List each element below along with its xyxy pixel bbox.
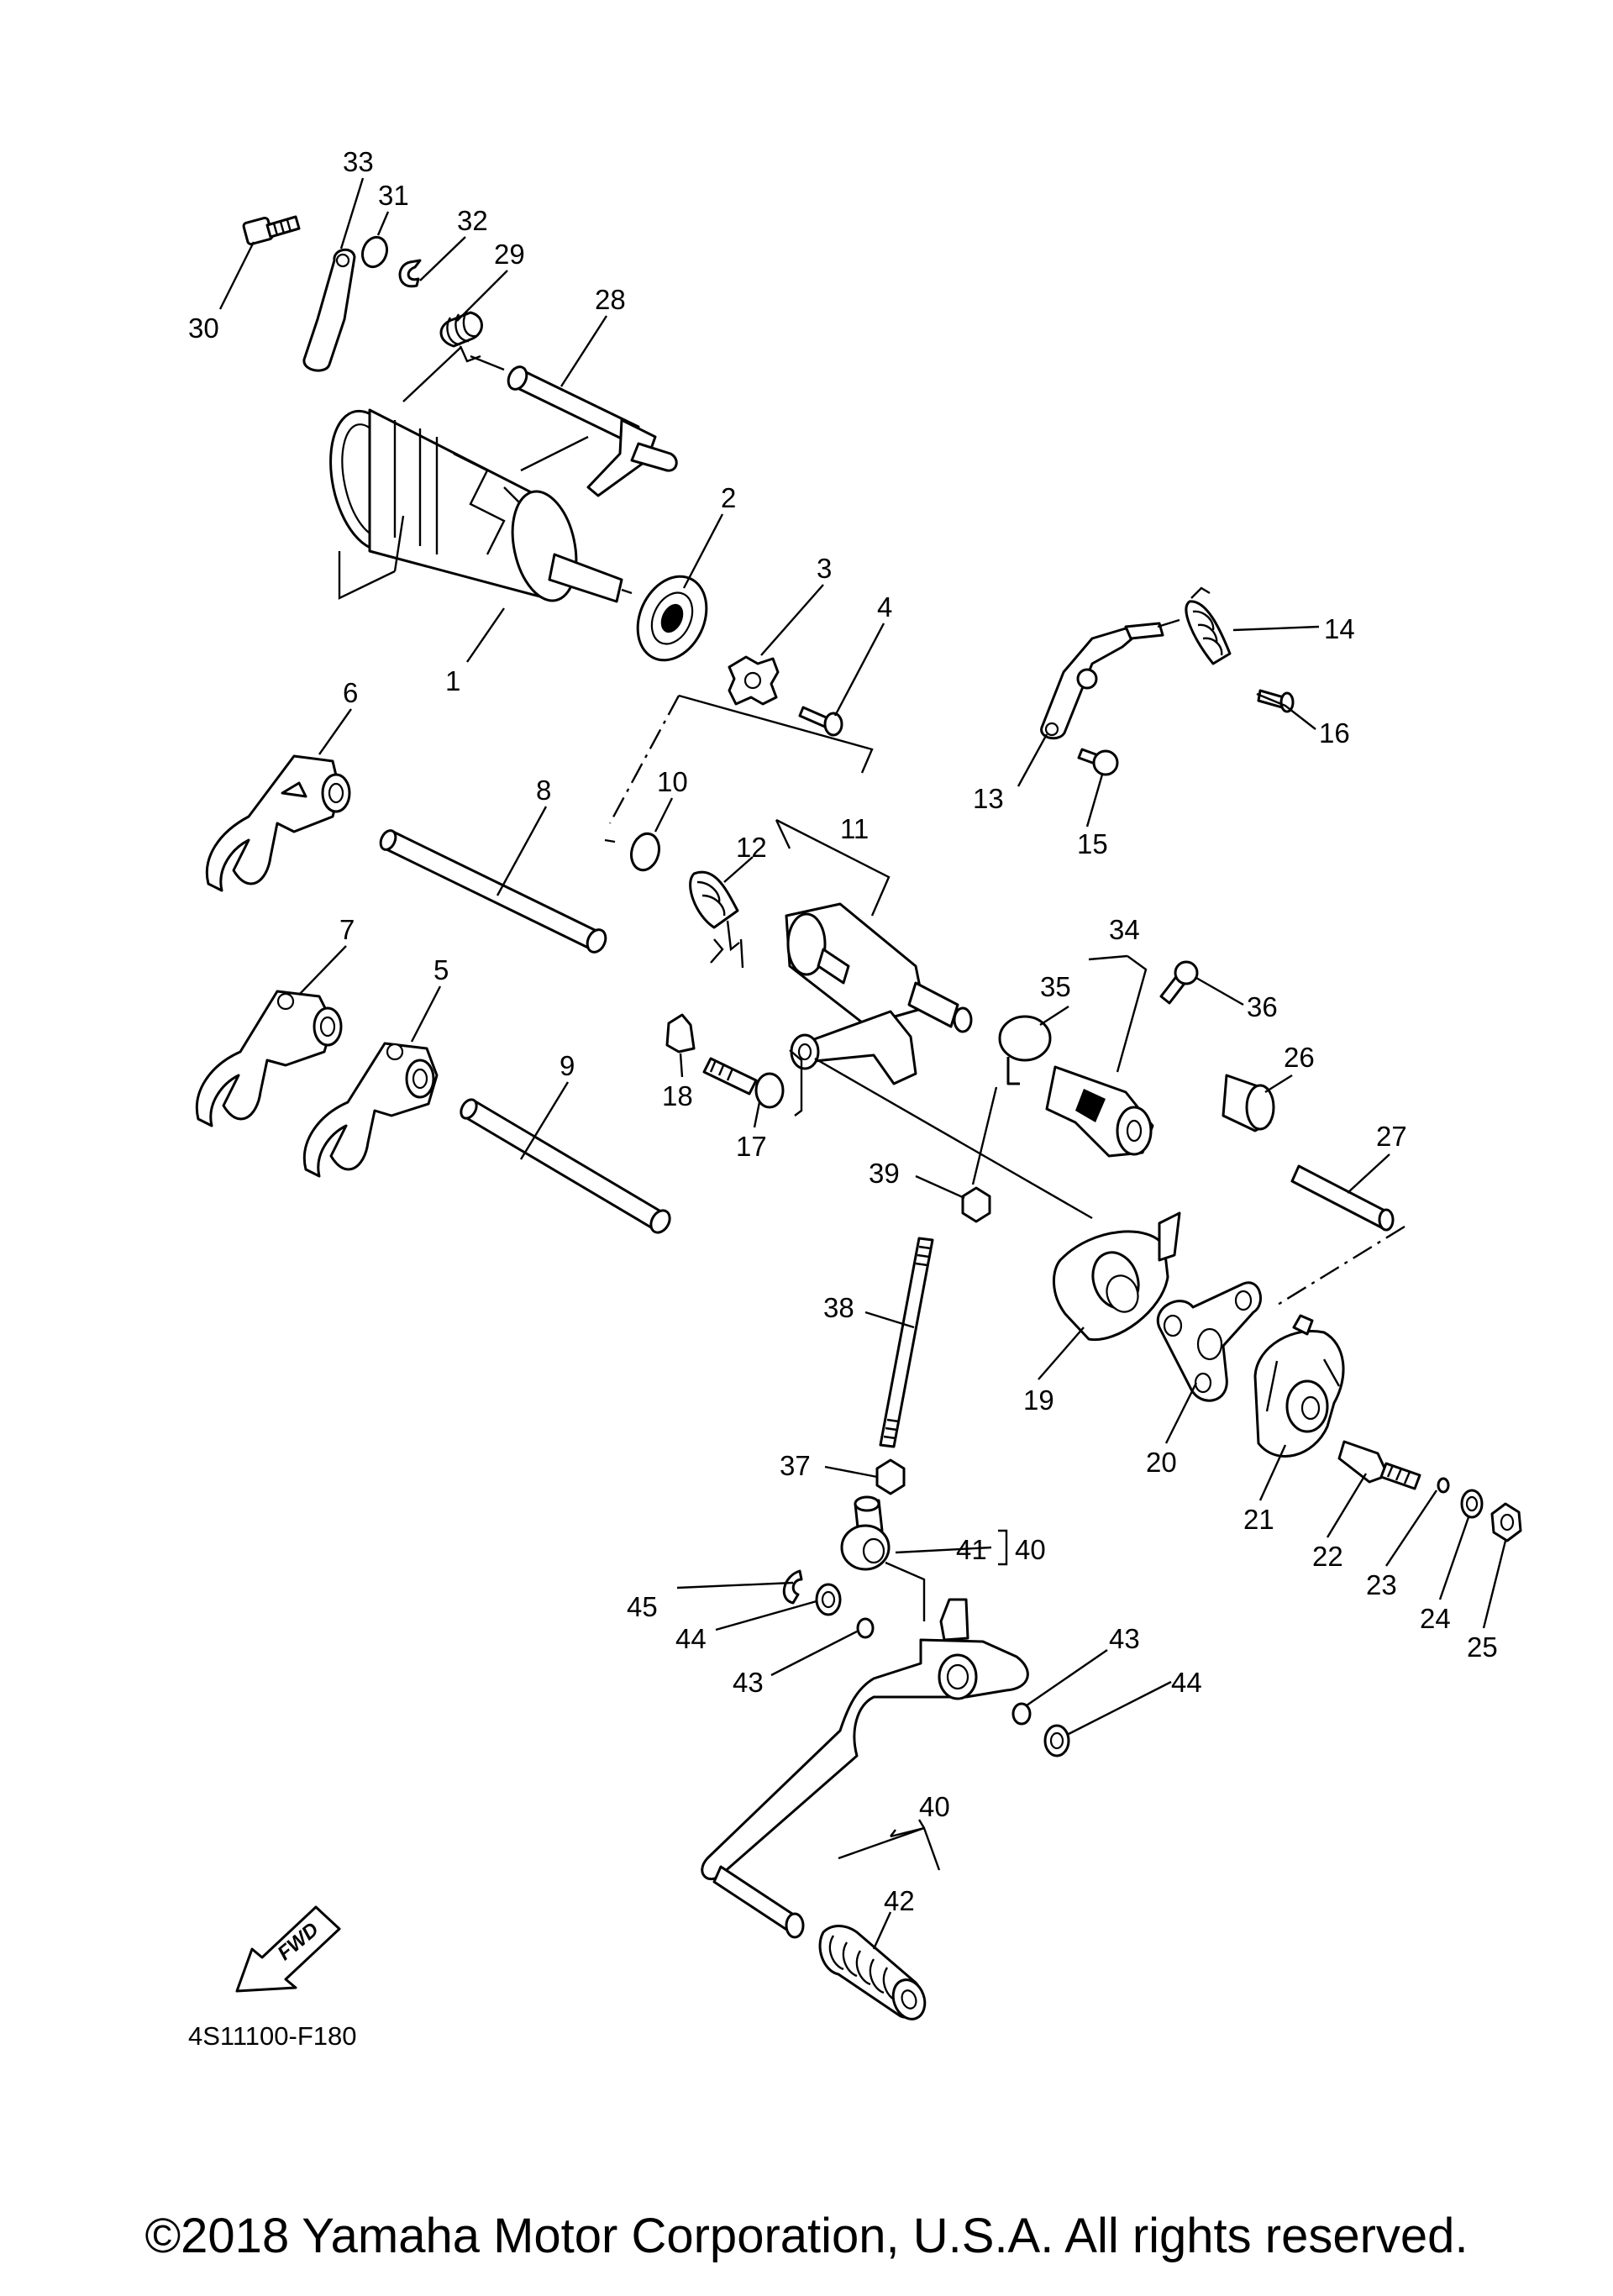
part-15-bolt <box>1077 748 1119 776</box>
label-17: 17 <box>736 1131 767 1162</box>
part-17-stud <box>702 1057 785 1109</box>
part-13-stopper-lever <box>1040 622 1164 740</box>
part-45-circlip <box>782 1569 803 1605</box>
part-36-bolt <box>1159 960 1199 1005</box>
part-37-nut <box>875 1458 906 1495</box>
part-21-shift-cam <box>1253 1314 1345 1458</box>
label-7: 7 <box>339 914 355 945</box>
part-41-rod-end <box>840 1495 891 1571</box>
label-19: 19 <box>1023 1384 1054 1416</box>
label-12: 12 <box>736 832 767 863</box>
label-5: 5 <box>433 954 449 985</box>
label-9: 9 <box>560 1050 575 1081</box>
part-18-clip <box>665 1013 696 1053</box>
part-43-o-ring-right <box>1011 1702 1032 1726</box>
label-35: 35 <box>1040 971 1071 1002</box>
label-3: 3 <box>817 553 832 584</box>
label-44-right: 44 <box>1171 1667 1202 1698</box>
leader-lines <box>218 177 1507 1950</box>
label-23: 23 <box>1366 1569 1397 1600</box>
part-12-spring <box>689 870 740 952</box>
part-25-nut <box>1490 1502 1522 1542</box>
label-31: 31 <box>378 180 409 211</box>
label-40-top: 40 <box>1015 1534 1046 1565</box>
label-20: 20 <box>1146 1447 1177 1478</box>
part-22-bolt <box>1337 1440 1421 1490</box>
label-1: 1 <box>445 665 460 696</box>
label-22: 22 <box>1312 1541 1343 1572</box>
part-14-spring <box>1185 586 1232 665</box>
part-40-shift-pedal <box>701 1598 1029 1939</box>
part-43-o-ring-left <box>856 1617 875 1639</box>
label-28: 28 <box>595 284 626 315</box>
part-34-guide <box>998 1015 1154 1158</box>
label-40-bottom: 40 <box>919 1791 950 1822</box>
part-10-washer <box>630 832 660 872</box>
label-10: 10 <box>657 766 688 797</box>
label-32: 32 <box>457 205 488 236</box>
label-25: 25 <box>1467 1631 1498 1663</box>
part-30-bolt <box>242 215 301 246</box>
part-5-shift-fork <box>303 1042 439 1178</box>
part-23-o-ring <box>1437 1477 1450 1494</box>
part-39-nut <box>961 1186 991 1223</box>
fwd-arrow-icon: FWD <box>235 1905 341 1993</box>
label-14: 14 <box>1324 613 1355 644</box>
part-44-washer-left <box>815 1583 842 1616</box>
part-labels: 1 2 3 4 5 6 7 8 9 10 11 12 13 14 15 16 1… <box>188 146 1498 1916</box>
part-8-fork-rod <box>379 829 607 954</box>
label-43-right: 43 <box>1109 1623 1140 1654</box>
label-36: 36 <box>1247 991 1278 1022</box>
part-33-lever <box>302 248 356 372</box>
label-8: 8 <box>536 775 551 806</box>
label-43-left: 43 <box>733 1667 764 1698</box>
label-29: 29 <box>494 239 525 270</box>
part-7-shift-fork <box>196 990 343 1127</box>
label-41: 41 <box>956 1534 987 1565</box>
part-4-screw <box>798 706 843 737</box>
label-45: 45 <box>627 1591 658 1622</box>
part-20-plate <box>1156 1281 1262 1402</box>
label-39: 39 <box>869 1158 900 1189</box>
label-30: 30 <box>188 313 219 344</box>
label-21: 21 <box>1243 1504 1274 1535</box>
part-9-fork-rod <box>460 1098 671 1234</box>
label-11: 11 <box>840 813 869 844</box>
part-32-circlip <box>398 259 422 288</box>
part-24-washer <box>1460 1489 1484 1519</box>
label-24: 24 <box>1420 1603 1451 1634</box>
label-27: 27 <box>1376 1121 1407 1152</box>
part-28-shift-shaft <box>507 365 678 497</box>
part-29-spring <box>439 310 483 363</box>
label-38: 38 <box>823 1292 854 1323</box>
label-4: 4 <box>877 591 892 623</box>
part-11-shift-arm <box>785 902 973 1085</box>
label-37: 37 <box>780 1450 811 1481</box>
label-26: 26 <box>1284 1042 1315 1073</box>
label-15: 15 <box>1077 828 1108 859</box>
label-16: 16 <box>1319 717 1350 749</box>
label-13: 13 <box>973 783 1004 814</box>
part-44-washer-right <box>1043 1724 1070 1757</box>
copyright-notice: ©2018 Yamaha Motor Corporation, U.S.A. A… <box>144 2209 1469 2263</box>
label-44-left: 44 <box>675 1623 707 1654</box>
part-31-washer <box>360 235 389 269</box>
label-42: 42 <box>884 1885 915 1916</box>
part-6-shift-fork <box>206 754 351 892</box>
part-2-bearing <box>636 575 708 662</box>
label-34: 34 <box>1109 914 1140 945</box>
label-18: 18 <box>662 1080 693 1111</box>
diagram-code: 4S11100-F180 <box>188 2021 357 2051</box>
part-27-pin <box>1290 1164 1395 1232</box>
part-26-collar <box>1222 1074 1275 1132</box>
label-2: 2 <box>721 482 736 513</box>
part-1-shift-drum <box>329 408 633 603</box>
part-42-rubber <box>818 1925 927 2020</box>
label-6: 6 <box>343 677 358 708</box>
part-19-plate <box>1052 1211 1181 1342</box>
part-3-segment <box>728 655 780 706</box>
label-33: 33 <box>343 146 374 177</box>
part-38-shift-rod <box>879 1237 934 1448</box>
